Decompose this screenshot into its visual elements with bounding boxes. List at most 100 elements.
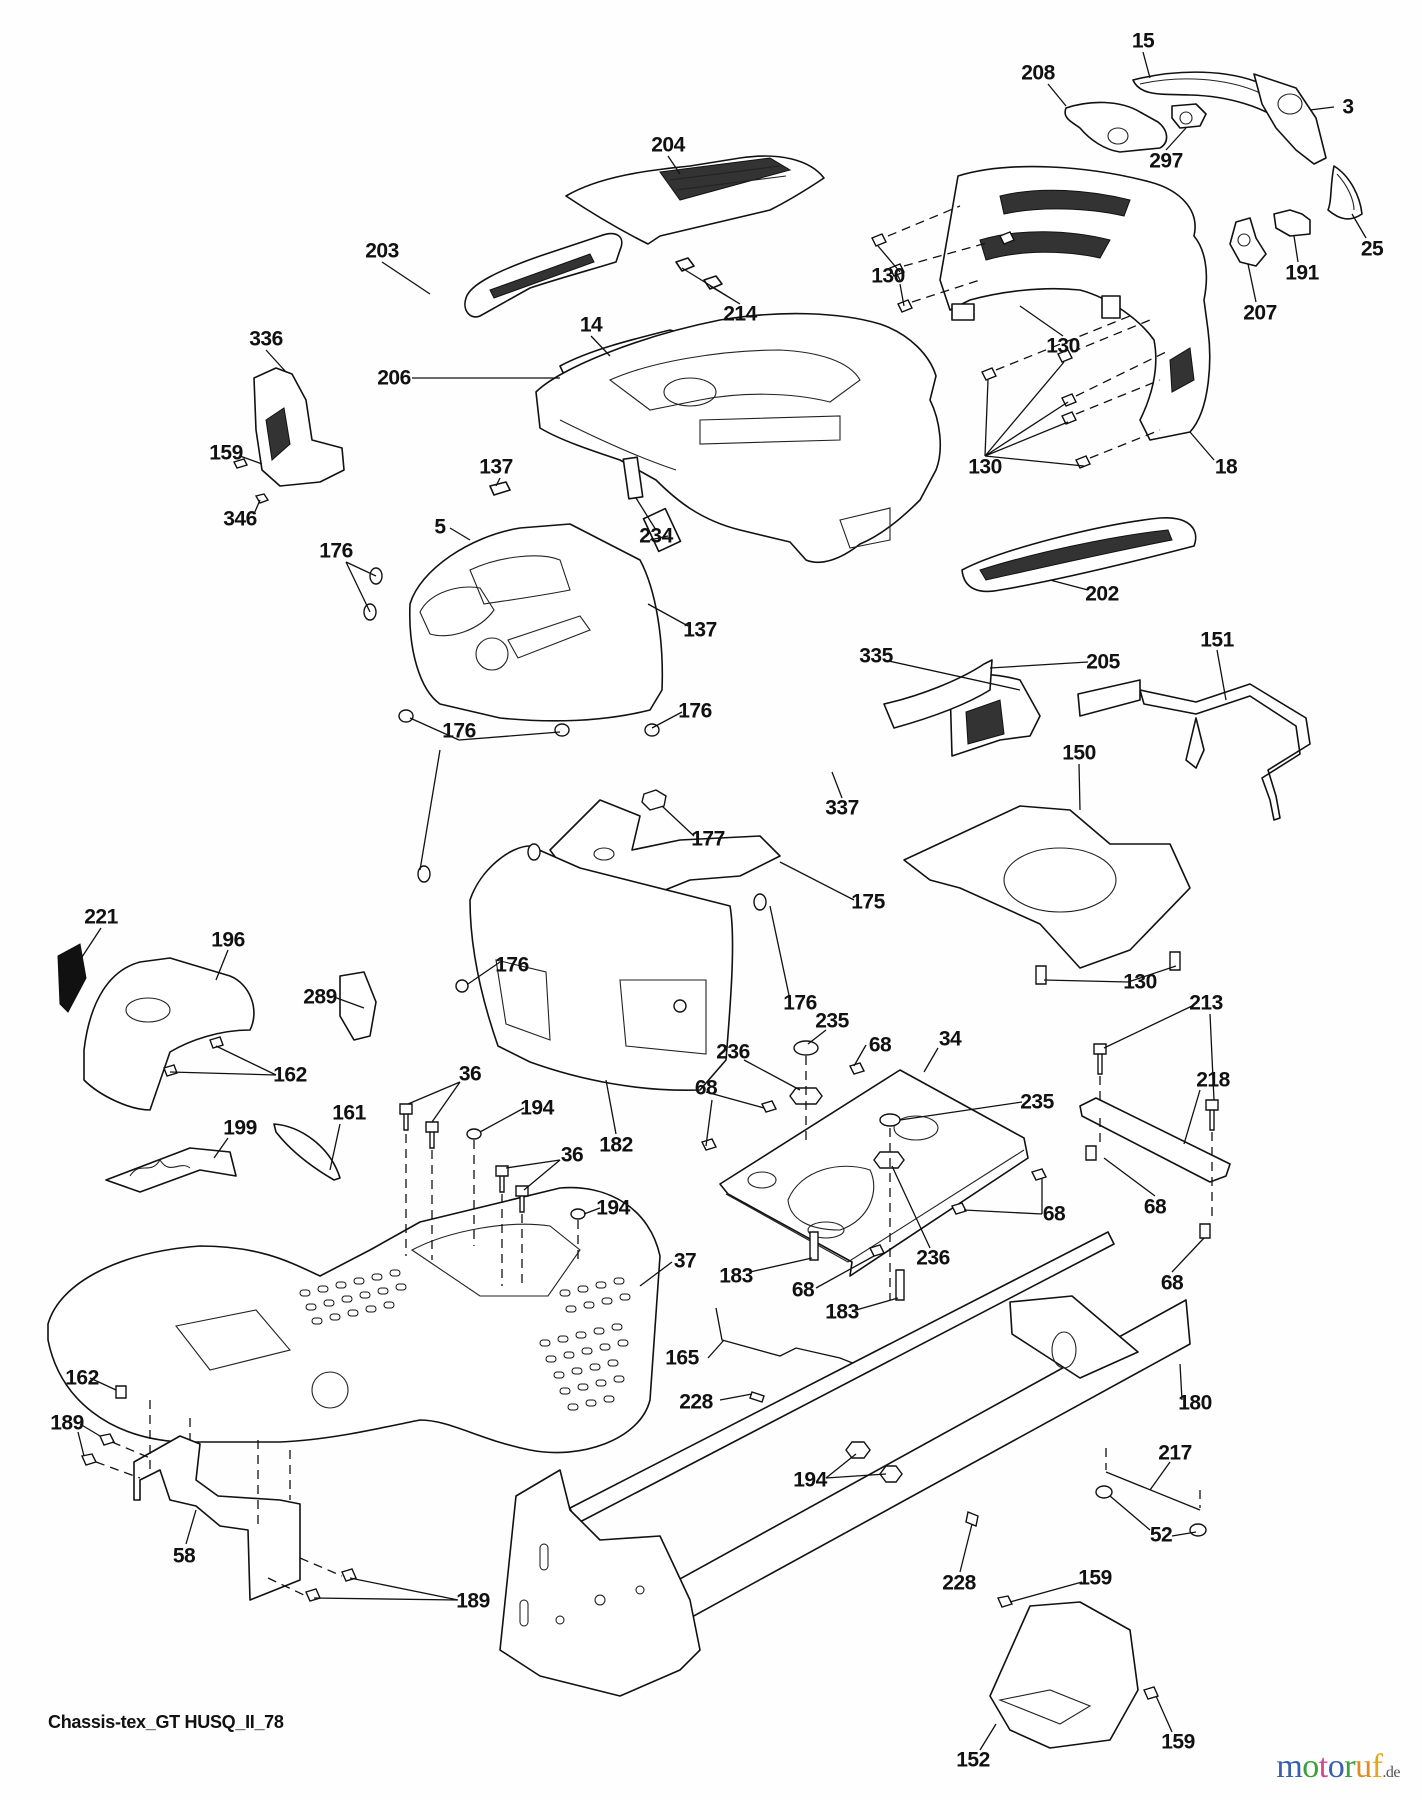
- part-37-center-opening: [175, 1309, 291, 1371]
- part-152-inner: [998, 1689, 1092, 1725]
- label-part-207: 207: [1243, 301, 1277, 325]
- part-217-rod: [1105, 1471, 1201, 1511]
- label-part-183: 183: [825, 1300, 859, 1324]
- part-14-steering-hole: [663, 377, 717, 407]
- part-236-nut-a: [789, 1087, 823, 1105]
- part-335-mesh: [965, 699, 1005, 745]
- part-34-cutout: [787, 1165, 875, 1231]
- bolts-68-group: [701, 1062, 1211, 1257]
- label-part-196: 196: [211, 928, 245, 952]
- watermark-letter: t: [1318, 1748, 1328, 1785]
- part-165-rod: [715, 1307, 861, 1367]
- part-18-connector: [1101, 295, 1121, 319]
- part-196-ring: [125, 997, 171, 1023]
- part-34-oval-b: [807, 1221, 845, 1239]
- label-part-236: 236: [716, 1040, 750, 1064]
- part-191-bracket: [1273, 209, 1311, 237]
- part-180-cross-member: [1009, 1295, 1139, 1379]
- part-18-side-mesh: [1169, 347, 1195, 393]
- part-52-nut-a: [1095, 1485, 1113, 1499]
- part-228-bolt-a: [749, 1391, 765, 1403]
- label-part-213: 213: [1189, 991, 1223, 1015]
- label-part-161: 161: [332, 1101, 366, 1125]
- watermark-letter: o: [1302, 1748, 1319, 1785]
- part-25-lens-inner: [1336, 173, 1355, 211]
- part-234-pad-b: [642, 507, 682, 553]
- part-137-clip-a: [489, 481, 511, 496]
- label-part-150: 150: [1062, 741, 1096, 765]
- label-part-235: 235: [815, 1009, 849, 1033]
- label-part-25: 25: [1360, 237, 1384, 261]
- part-37-vent-slots: [299, 1269, 631, 1411]
- label-part-162: 162: [273, 1063, 307, 1087]
- part-14-lower-cut: [699, 415, 841, 445]
- part-183-bolt-a: [809, 1231, 819, 1261]
- part-37-console-opening: [410, 1223, 581, 1297]
- part-182-opening-left: [495, 959, 551, 1041]
- part-297-clip: [1171, 103, 1207, 129]
- part-235-bushing-b: [879, 1113, 901, 1127]
- label-part-36: 36: [458, 1062, 482, 1086]
- part-207-socket: [1229, 217, 1267, 267]
- part-180-front-slots: [519, 1543, 645, 1627]
- part-221-decal: [57, 943, 87, 1013]
- part-5-cupholder: [419, 586, 495, 637]
- label-part-206: 206: [377, 366, 411, 390]
- label-part-189: 189: [50, 1411, 84, 1435]
- label-part-191: 191: [1285, 261, 1319, 285]
- part-235-bushing-a: [793, 1040, 819, 1056]
- part-203-mesh: [489, 253, 595, 299]
- part-214-clip-b: [703, 275, 723, 290]
- part-159-screw-b: [997, 1595, 1013, 1608]
- part-151-bracket: [1077, 679, 1311, 821]
- part-52-nut-b: [1189, 1523, 1207, 1537]
- label-part-130: 130: [1046, 334, 1080, 358]
- part-175-hole: [593, 847, 615, 861]
- label-part-18: 18: [1214, 455, 1238, 479]
- watermark-letter: f: [1371, 1748, 1383, 1785]
- part-34-oval-a: [747, 1171, 777, 1189]
- label-part-159: 159: [209, 441, 243, 465]
- part-213-bolt-a: [1093, 1043, 1107, 1075]
- label-part-176: 176: [783, 991, 817, 1015]
- part-130-bolt-a: [1169, 951, 1181, 971]
- label-part-289: 289: [303, 985, 337, 1009]
- part-346-nut: [254, 493, 270, 504]
- part-176-screw-lower-left: [455, 979, 469, 993]
- label-part-228: 228: [679, 1390, 713, 1414]
- label-part-194: 194: [596, 1196, 630, 1220]
- watermark-letter: m: [1276, 1748, 1303, 1785]
- part-236-nut-b: [873, 1151, 905, 1169]
- part-214-clip-a: [675, 257, 695, 272]
- label-part-214: 214: [723, 302, 757, 326]
- label-part-218: 218: [1196, 1068, 1230, 1092]
- part-5-display: [469, 555, 571, 605]
- label-part-159: 159: [1078, 1566, 1112, 1590]
- part-194-nut-c: [845, 1441, 871, 1459]
- part-162-screw-lower: [115, 1385, 127, 1399]
- label-part-5: 5: [434, 515, 446, 539]
- label-part-3: 3: [1342, 95, 1354, 119]
- label-part-58: 58: [172, 1544, 196, 1568]
- part-208-lamp: [1107, 127, 1129, 145]
- label-part-228: 228: [942, 1571, 976, 1595]
- part-199-plate: [105, 1147, 237, 1193]
- part-218-strap: [1079, 1097, 1231, 1183]
- label-part-15: 15: [1131, 29, 1155, 53]
- part-207-ring: [1237, 233, 1251, 247]
- part-162-screw-b: [163, 1064, 178, 1077]
- part-5-console: [408, 523, 664, 722]
- part-234-pad-a: [622, 456, 644, 500]
- part-204-slat-lines: [669, 165, 787, 191]
- label-part-202: 202: [1085, 582, 1119, 606]
- part-18-connector-2: [951, 303, 975, 321]
- part-34-plate-edge: [725, 1149, 1025, 1263]
- part-336-mesh: [265, 407, 291, 461]
- label-part-236: 236: [916, 1246, 950, 1270]
- part-162-screw-a: [209, 1036, 224, 1049]
- label-part-159: 159: [1161, 1730, 1195, 1754]
- part-34-large-hole: [893, 1115, 939, 1141]
- watermark-letter: o: [1327, 1748, 1345, 1785]
- part-3-panel: [1253, 73, 1327, 165]
